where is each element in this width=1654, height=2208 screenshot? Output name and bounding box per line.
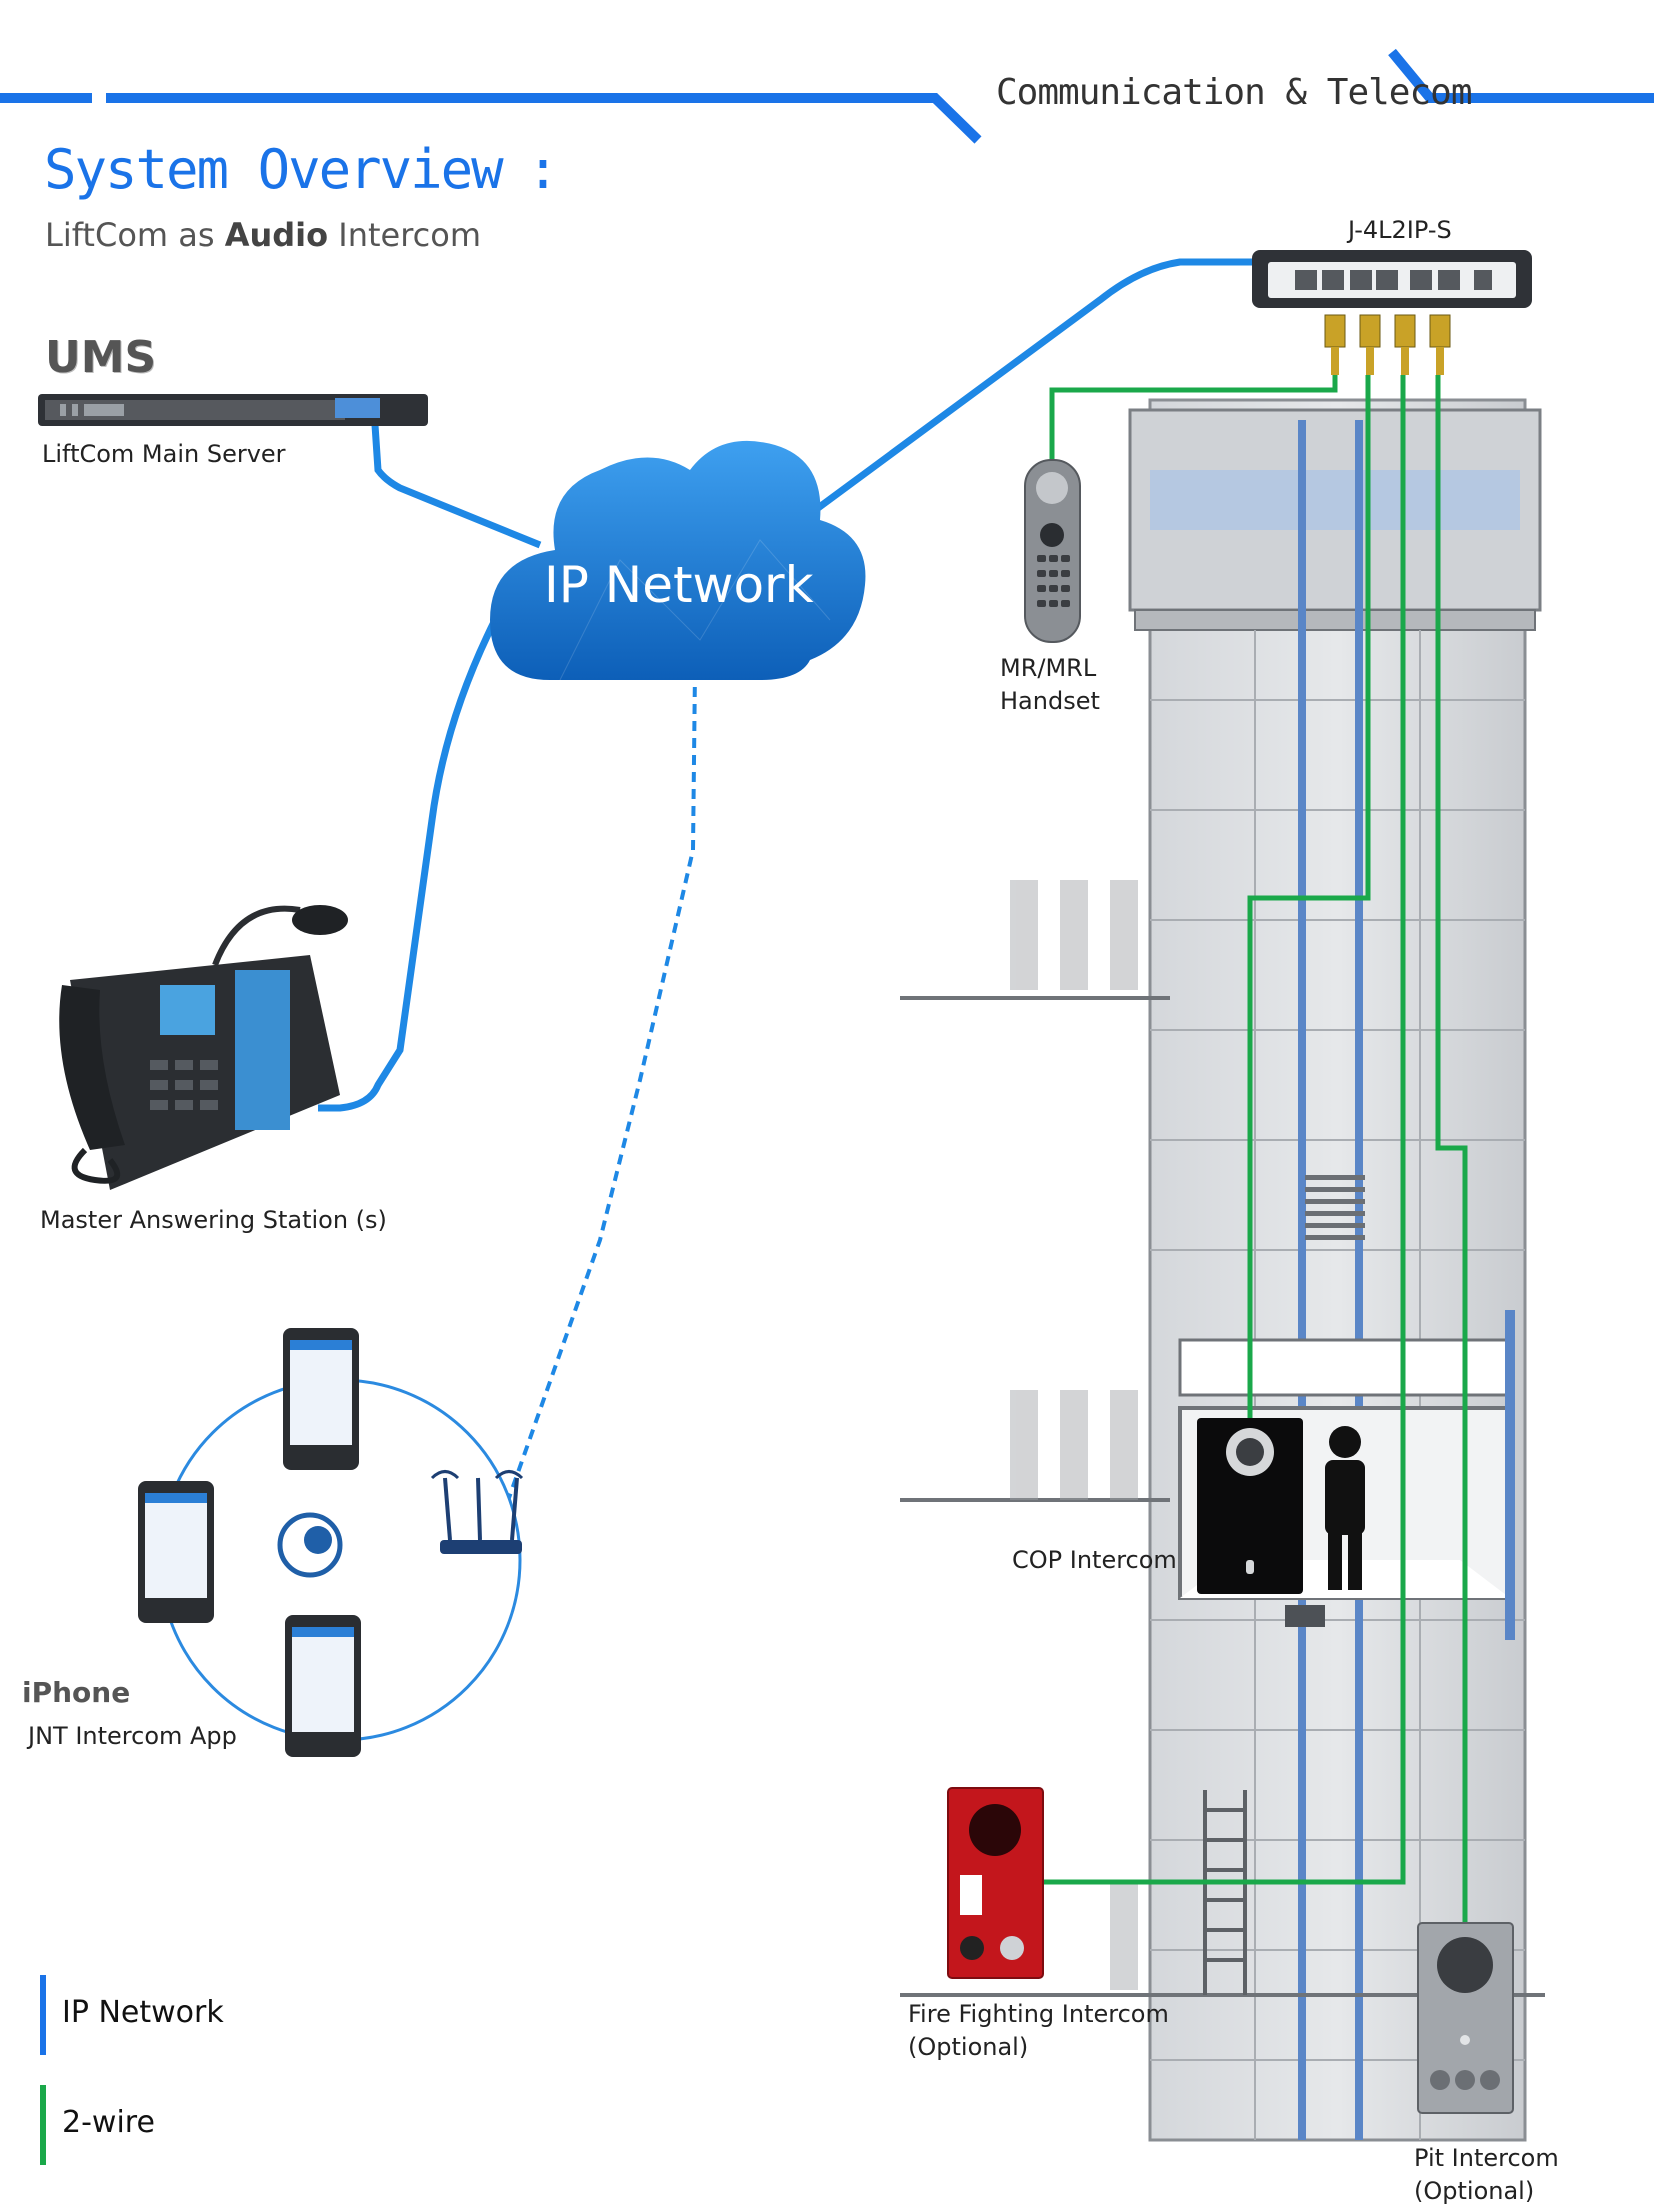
smartphone bbox=[285, 1615, 361, 1757]
overview-subtitle: LiftCom as Audio Intercom bbox=[45, 216, 481, 254]
overview-title: System Overview : bbox=[44, 138, 559, 201]
label-cloud: IP Network bbox=[544, 556, 814, 614]
pit-intercom-device bbox=[1417, 1922, 1514, 2114]
label-master-station: Master Answering Station (s) bbox=[40, 1206, 387, 1234]
subtitle-pre: LiftCom as bbox=[45, 216, 215, 254]
label-pit-line2: (Optional) bbox=[1414, 2177, 1535, 2205]
overview-title-colon: : bbox=[526, 138, 559, 201]
passenger-silhouette bbox=[1325, 1426, 1365, 1590]
header-title: Communication & Telecom bbox=[996, 72, 1472, 113]
label-fire-line2: (Optional) bbox=[908, 2033, 1029, 2061]
smartphone bbox=[283, 1328, 359, 1470]
label-handset-line1: MR/MRL bbox=[1000, 654, 1097, 682]
switch-device bbox=[1252, 250, 1532, 375]
label-pit-line1: Pit Intercom bbox=[1414, 2144, 1559, 2172]
handset-device bbox=[1024, 459, 1081, 643]
label-fire-line1: Fire Fighting Intercom bbox=[908, 2000, 1169, 2028]
legend-swatch-ip bbox=[40, 1975, 46, 2055]
iphone-logo: iPhone bbox=[22, 1676, 131, 1709]
subtitle-post: Intercom bbox=[338, 216, 482, 254]
wifi-dashed-link bbox=[476, 669, 697, 1581]
cop-intercom-device bbox=[1197, 1418, 1303, 1594]
label-main-server: LiftCom Main Server bbox=[42, 440, 286, 468]
ums-logo: UMS bbox=[45, 332, 157, 383]
subtitle-bold: Audio bbox=[224, 216, 329, 254]
fire-intercom-device bbox=[947, 1787, 1044, 1979]
desk-phone-device bbox=[59, 905, 348, 1190]
label-handset-line2: Handset bbox=[1000, 687, 1100, 715]
server-device bbox=[38, 394, 428, 426]
label-handset: MR/MRL Handset bbox=[1000, 652, 1100, 718]
header-rule bbox=[0, 48, 1654, 144]
ip-links bbox=[318, 258, 1255, 1112]
overview-title-text: System Overview bbox=[44, 138, 504, 201]
label-pit: Pit Intercom (Optional) bbox=[1414, 2142, 1559, 2208]
label-fire: Fire Fighting Intercom (Optional) bbox=[908, 1998, 1169, 2064]
legend-swatch-wire bbox=[40, 2085, 46, 2165]
legend: IP Network 2-wire bbox=[40, 1975, 340, 2195]
smartphone bbox=[138, 1481, 214, 1623]
label-cop: COP Intercom bbox=[1012, 1546, 1177, 1574]
label-switch: J-4L2IP-S bbox=[1348, 216, 1452, 244]
legend-label-wire: 2-wire bbox=[62, 2105, 155, 2140]
wifi-router-device bbox=[430, 1470, 524, 1554]
label-app: JNT Intercom App bbox=[28, 1722, 237, 1750]
cloud-shape bbox=[490, 440, 866, 681]
two-wire-links bbox=[1040, 375, 1468, 1922]
legend-label-ip: IP Network bbox=[62, 1995, 224, 2030]
